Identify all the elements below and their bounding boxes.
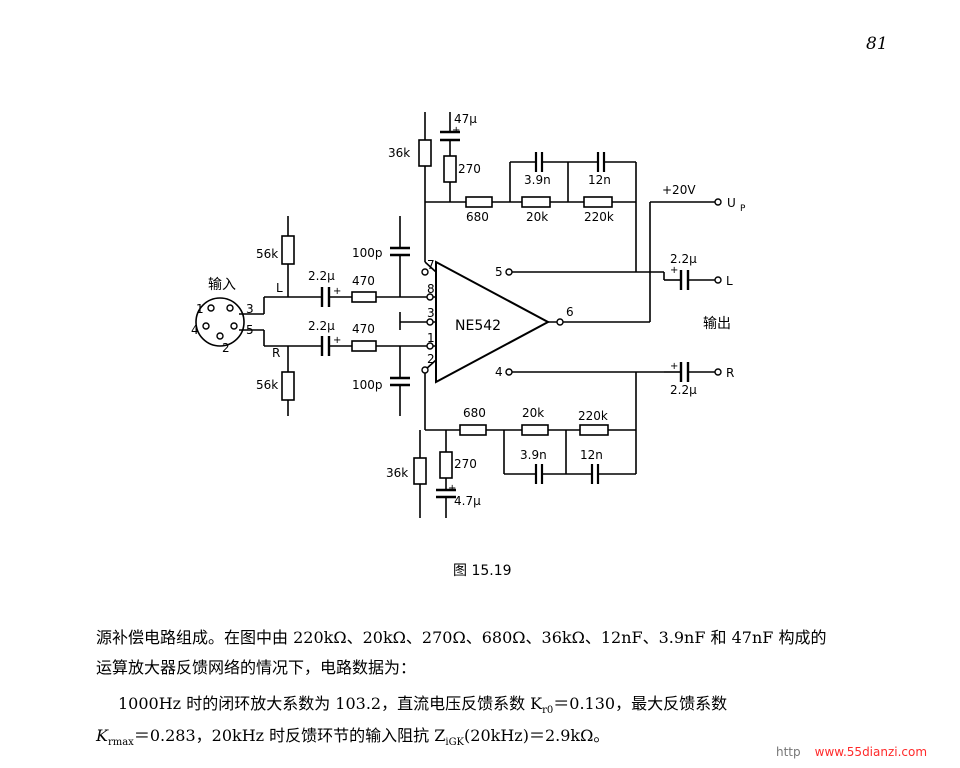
resistor-56k-bot <box>281 371 295 401</box>
label-47u: 47μ <box>454 112 477 126</box>
body-line-2: 运算放大器反馈网络的情况下，电路数据为： <box>96 658 417 677</box>
supply-sub: P <box>740 204 746 214</box>
terminals <box>202 198 722 376</box>
label-470-L: 470 <box>352 274 375 288</box>
pin-1-label: 1 <box>427 331 435 345</box>
body-line-1: 源补偿电路组成。在图中由 220kΩ、20kΩ、270Ω、680Ω、36kΩ、1… <box>96 628 827 647</box>
connector-pin-2: 2 <box>222 341 230 355</box>
label-270-top: 270 <box>458 162 481 176</box>
resistor-680-top <box>465 196 493 208</box>
resistor-270-bot <box>439 451 453 479</box>
plus-sign: + <box>670 265 678 276</box>
label-220k-bot: 220k <box>578 409 608 423</box>
label-12n-top: 12n <box>588 173 611 187</box>
resistor-36k-top <box>418 139 432 167</box>
label-12n-bot: 12n <box>580 448 603 462</box>
watermark-left: http <box>776 745 801 759</box>
label-20k-top: 20k <box>526 210 548 224</box>
label-270-bot: 270 <box>454 457 477 471</box>
resistor-20k-top <box>521 196 551 208</box>
figure-caption: 图 15.19 <box>453 563 512 579</box>
plus-sign: + <box>333 335 341 346</box>
plus-sign: + <box>448 483 456 494</box>
output-label: 输出 <box>703 316 731 332</box>
subscript-rmax: rmax <box>107 737 134 749</box>
label-36k-top: 36k <box>388 146 410 160</box>
resistor-470-R <box>351 340 377 352</box>
channel-L-input: L <box>276 281 283 295</box>
page-number: 81 <box>866 34 888 54</box>
label-470-R: 470 <box>352 322 375 336</box>
channel-R-output: R <box>726 366 734 380</box>
pin-3-label: 3 <box>427 306 435 320</box>
plus-sign: + <box>452 125 460 136</box>
ic-name: NE542 <box>455 318 501 334</box>
pin-7-label: 7 <box>427 258 435 272</box>
plus-sign: + <box>670 361 678 372</box>
resistor-36k-bot <box>413 457 427 485</box>
connector-pin-1: 1 <box>196 302 204 316</box>
label-2-2u-in-R: 2.2μ <box>308 319 335 333</box>
pin-4-label: 4 <box>495 365 503 379</box>
label-4-7u: 4.7μ <box>454 494 481 508</box>
pin-8-label: 8 <box>427 282 435 296</box>
subscript-igk: iGK <box>445 737 465 749</box>
resistor-680-bot <box>459 424 487 436</box>
resistor-270-top <box>443 155 457 183</box>
resistor-56k-top <box>281 235 295 265</box>
label-36k-bot: 36k <box>386 466 408 480</box>
pin-6-label: 6 <box>566 305 574 319</box>
body-line-4-c: (20kHz)＝2.9kΩ。 <box>464 726 610 745</box>
subscript-r0: r0 <box>542 705 554 717</box>
resistor-470-L <box>351 291 377 303</box>
label-2-2u-in-L: 2.2μ <box>308 269 335 283</box>
watermark-site: www.55dianzi.com <box>814 745 928 759</box>
body-line-4-b: ＝0.283，20kHz 时反馈环节的输入阻抗 Z <box>133 726 446 745</box>
resistor-220k-top <box>583 196 613 208</box>
label-20k-bot: 20k <box>522 406 544 420</box>
label-56k-top: 56k <box>256 247 278 261</box>
resistor-20k-bot <box>521 424 549 436</box>
body-line-4: Krmax＝0.283，20kHz 时反馈环节的输入阻抗 ZiGK(20kHz)… <box>96 722 609 748</box>
pin-2-label: 2 <box>427 352 435 366</box>
resistor-220k-bot <box>579 424 609 436</box>
plus-sign: + <box>333 286 341 297</box>
schematic-wiring <box>195 112 715 518</box>
label-2-2u-out-R: 2.2μ <box>670 383 697 397</box>
pin-5-label: 5 <box>495 265 503 279</box>
connector-pin-4: 4 <box>191 323 199 337</box>
din-connector <box>195 297 245 347</box>
label-100p-top: 100p <box>352 246 383 260</box>
label-3-9n-bot: 3.9n <box>520 448 547 462</box>
channel-L-output: L <box>726 274 733 288</box>
body-line-3-b: ＝0.130，最大反馈系数 <box>553 694 728 713</box>
supply-name: U <box>727 196 736 210</box>
connector-pin-5: 5 <box>246 323 254 337</box>
body-line-3-a: 1000Hz 时的闭环放大系数为 103.2，直流电压反馈系数 K <box>118 694 543 713</box>
input-label: 输入 <box>208 277 236 293</box>
body-line-4-a: K <box>96 726 108 745</box>
channel-R-input: R <box>272 346 280 360</box>
label-100p-bot: 100p <box>352 378 383 392</box>
label-56k-bot: 56k <box>256 378 278 392</box>
circuit-schematic: NE542 7 8 3 1 2 5 6 4 输入 输出 1 4 3 5 2 L … <box>191 112 746 518</box>
label-680-top: 680 <box>466 210 489 224</box>
label-3-9n-top: 3.9n <box>524 173 551 187</box>
supply-voltage: +20V <box>662 183 696 197</box>
connector-pin-3: 3 <box>246 302 254 316</box>
label-2-2u-out-L: 2.2μ <box>670 252 697 266</box>
label-220k-top: 220k <box>584 210 614 224</box>
label-680-bot: 680 <box>463 406 486 420</box>
watermark: http www.55dianzi.com <box>776 745 927 759</box>
body-line-3: 1000Hz 时的闭环放大系数为 103.2，直流电压反馈系数 Kr0＝0.13… <box>118 690 727 716</box>
